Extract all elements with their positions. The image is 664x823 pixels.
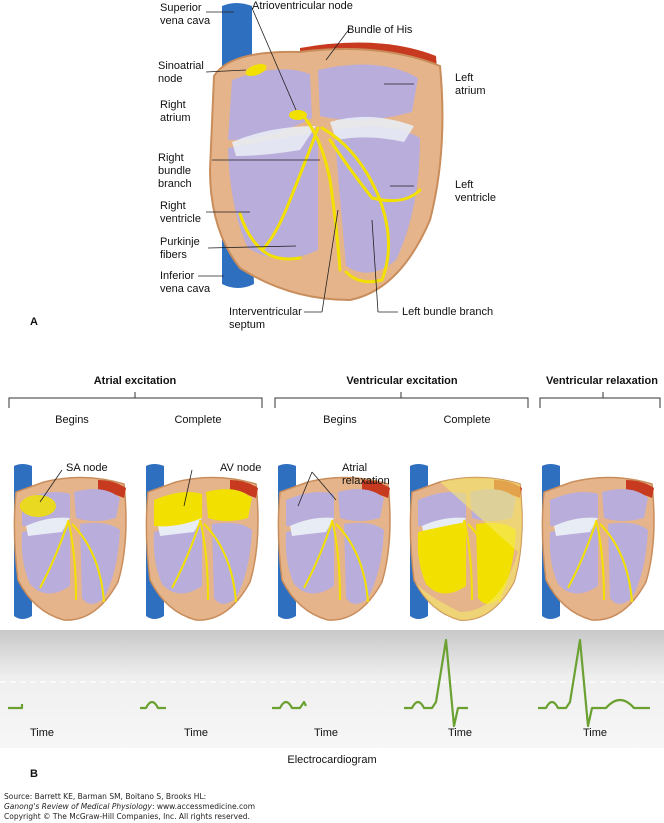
label-right-atrium: Right atrium: [160, 99, 191, 124]
time-label-3: Time: [313, 727, 339, 739]
sub-ventricular-complete: Complete: [443, 414, 491, 426]
heart-atrial-complete: [145, 463, 259, 622]
right-ventricle-chamber: [228, 132, 318, 259]
label-right-ventricle: Right ventricle: [160, 200, 201, 225]
sub-ventricular-begins: Begins: [323, 414, 357, 426]
bracket-atrial: [8, 392, 263, 408]
time-label-4: Time: [447, 727, 473, 739]
source-url: : www.accessmedicine.com: [152, 802, 256, 811]
label-right-bundle-branch: Right bundle branch: [158, 152, 192, 190]
ecg-trace-2: [140, 700, 166, 710]
bracket-ventricular-relaxation: [539, 392, 661, 408]
phase-title-ventricular-relaxation: Ventricular relaxation: [546, 375, 658, 387]
right-atrium-chamber: [228, 69, 312, 140]
callout-av-node: AV node: [220, 462, 262, 474]
time-label-5: Time: [582, 727, 608, 739]
small-hearts-row: [13, 463, 655, 622]
label-interventricular-septum: Interventricular septum: [229, 306, 302, 331]
bracket-ventricular-excitation: [274, 392, 529, 408]
ecg-trace-4: [404, 638, 468, 728]
label-bundle-of-his: Bundle of His: [347, 24, 413, 36]
conduction-pathways: [238, 116, 422, 284]
ecg-title: Electrocardiogram: [287, 754, 377, 766]
label-sinoatrial-node: Sinoatrial node: [158, 60, 204, 85]
valve-left: [330, 116, 414, 142]
source-line-3: Copyright © The McGraw-Hill Companies, I…: [4, 812, 250, 821]
panel-b-letter: B: [30, 768, 38, 780]
leader-lines: [198, 7, 414, 313]
callout-leaders: [39, 469, 337, 507]
label-inferior-vena-cava: Inferior vena cava: [160, 270, 211, 295]
sinoatrial-node-shape: [245, 63, 267, 77]
atrioventricular-node-shape: [289, 110, 307, 120]
source-line-1: Source: Barrett KE, Barman SM, Boitano S…: [4, 792, 207, 801]
left-atrium-chamber: [318, 64, 418, 121]
label-left-atrium: Left atrium: [455, 72, 486, 97]
label-left-ventricle: Left ventricle: [455, 179, 496, 204]
callout-atrial-relaxation: Atrial relaxation: [342, 462, 390, 487]
phase-brackets: [8, 392, 661, 408]
source-book-title: Ganong's Review of Medical Physiology: [4, 802, 152, 811]
time-label-1: Time: [29, 727, 55, 739]
label-purkinje-fibers: Purkinje fibers: [160, 236, 200, 261]
heart-diagram-large: [198, 3, 444, 313]
label-atrioventricular-node: Atrioventricular node: [252, 0, 353, 12]
label-left-bundle-branch: Left bundle branch: [402, 306, 494, 318]
ecg-trace-3: [272, 700, 307, 710]
time-label-2: Time: [183, 727, 209, 739]
valve-right: [232, 126, 316, 156]
sub-atrial-begins: Begins: [55, 414, 89, 426]
phase-title-ventricular-excitation: Ventricular excitation: [346, 375, 458, 387]
label-superior-vena-cava: Superior vena cava: [160, 2, 211, 27]
ecg-trace-1: [8, 704, 24, 710]
heart-atrial-begins: [13, 463, 127, 622]
panel-a-letter: A: [30, 316, 38, 328]
heart-ventricular-relaxation: [541, 463, 655, 622]
source-line-2: Ganong's Review of Medical Physiology: w…: [4, 802, 255, 812]
heart-ventricular-complete: [409, 463, 523, 622]
phase-title-atrial-excitation: Atrial excitation: [93, 375, 177, 387]
sub-atrial-complete: Complete: [174, 414, 222, 426]
ecg-trace-5: [538, 638, 650, 728]
callout-sa-node: SA node: [66, 462, 108, 474]
ecg-band: [0, 630, 664, 748]
ecg-traces: [0, 638, 664, 728]
